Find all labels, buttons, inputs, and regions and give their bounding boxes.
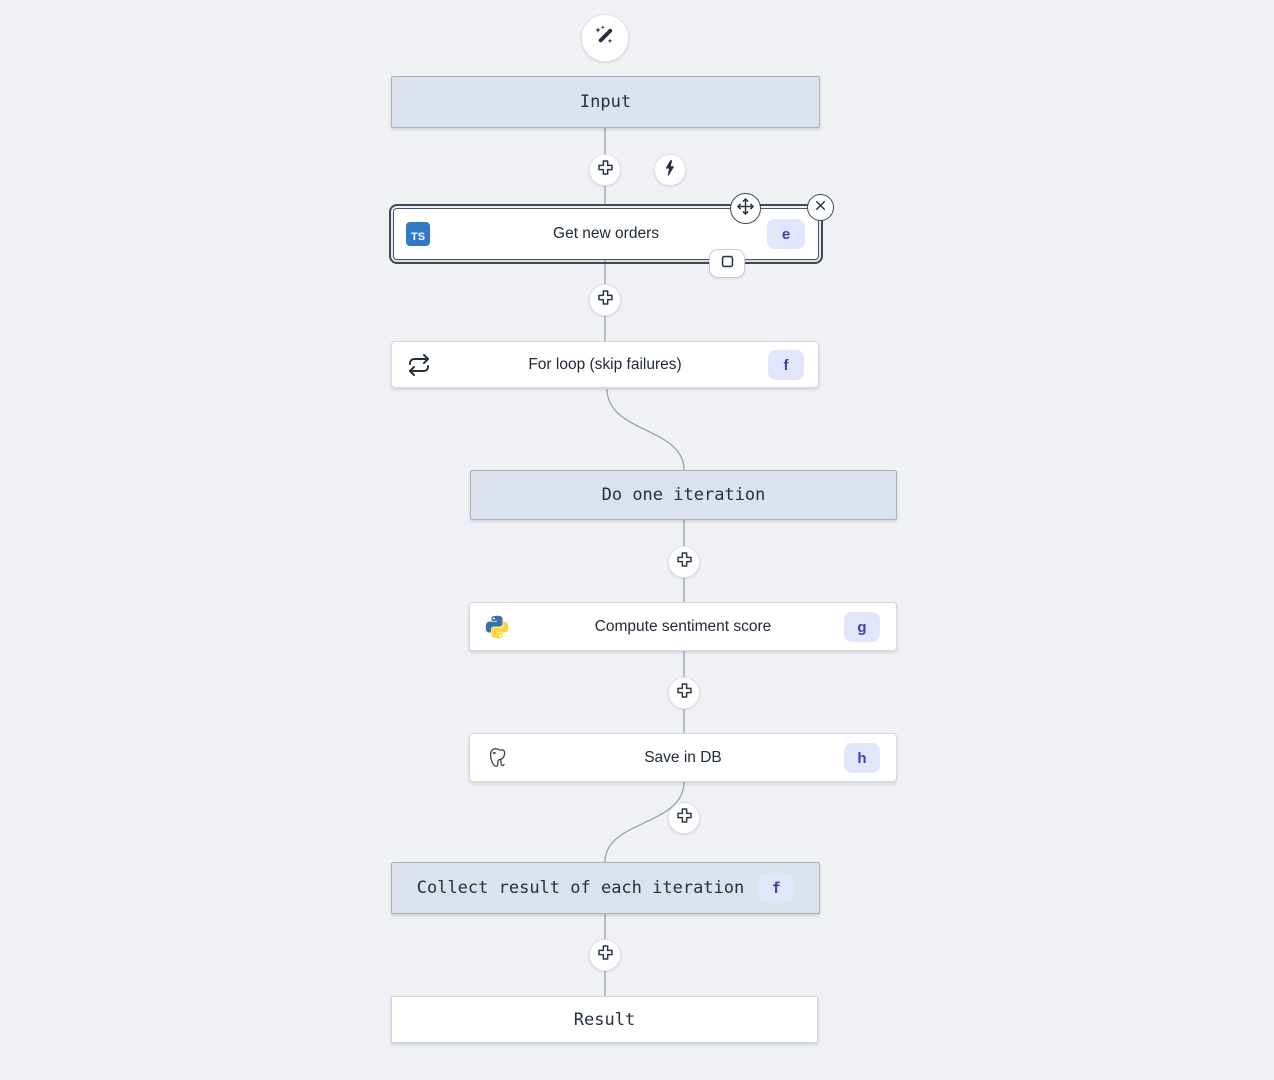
- ai-wand-button[interactable]: [581, 14, 629, 62]
- node-label: For loop (skip failures): [528, 355, 682, 373]
- node-label: Result: [573, 1009, 636, 1030]
- add-step-button[interactable]: [589, 154, 621, 186]
- plus-icon: [675, 681, 694, 705]
- square-icon: [719, 253, 736, 275]
- node-badge: f: [768, 350, 804, 380]
- node-label: Get new orders: [553, 225, 659, 242]
- plus-icon: [675, 550, 694, 574]
- add-step-button[interactable]: [589, 939, 621, 971]
- typescript-icon: TS: [406, 222, 430, 246]
- node-input[interactable]: Input: [391, 76, 820, 128]
- plus-icon: [596, 943, 615, 967]
- node-label: Collect result of each iteration: [416, 878, 745, 898]
- lightning-icon: [661, 159, 679, 182]
- python-icon: [484, 614, 510, 640]
- repeat-icon: [407, 353, 431, 377]
- postgresql-icon: [485, 746, 509, 770]
- node-label: Compute sentiment score: [594, 617, 772, 635]
- node-badge: f: [758, 873, 795, 903]
- add-step-button[interactable]: [668, 802, 700, 834]
- move-icon: [736, 197, 755, 221]
- node-collect-result[interactable]: Collect result of each iteration f: [391, 862, 820, 914]
- add-step-button[interactable]: [668, 546, 700, 578]
- plus-icon: [675, 806, 694, 830]
- node-do-one-iteration[interactable]: Do one iteration: [470, 470, 897, 520]
- node-label: Save in DB: [644, 748, 722, 766]
- delete-node-button[interactable]: [807, 194, 834, 221]
- trigger-button[interactable]: [654, 154, 686, 186]
- node-label: Do one iteration: [601, 485, 766, 505]
- add-step-button[interactable]: [589, 284, 621, 316]
- node-badge: g: [844, 612, 880, 642]
- node-save-in-db[interactable]: Save in DB h: [469, 733, 897, 782]
- plus-icon: [596, 158, 615, 182]
- move-node-button[interactable]: [730, 193, 761, 224]
- close-icon: [813, 198, 828, 218]
- node-square-action-button[interactable]: [709, 249, 745, 278]
- add-step-button[interactable]: [668, 677, 700, 709]
- wand-sparkles-icon: [592, 23, 618, 54]
- node-badge: e: [767, 219, 805, 249]
- node-for-loop[interactable]: For loop (skip failures) f: [391, 341, 819, 388]
- node-compute-sentiment-score[interactable]: Compute sentiment score g: [469, 602, 897, 651]
- node-result[interactable]: Result: [391, 996, 818, 1043]
- plus-icon: [596, 288, 615, 312]
- node-label: Input: [579, 92, 632, 112]
- node-badge: h: [844, 743, 880, 773]
